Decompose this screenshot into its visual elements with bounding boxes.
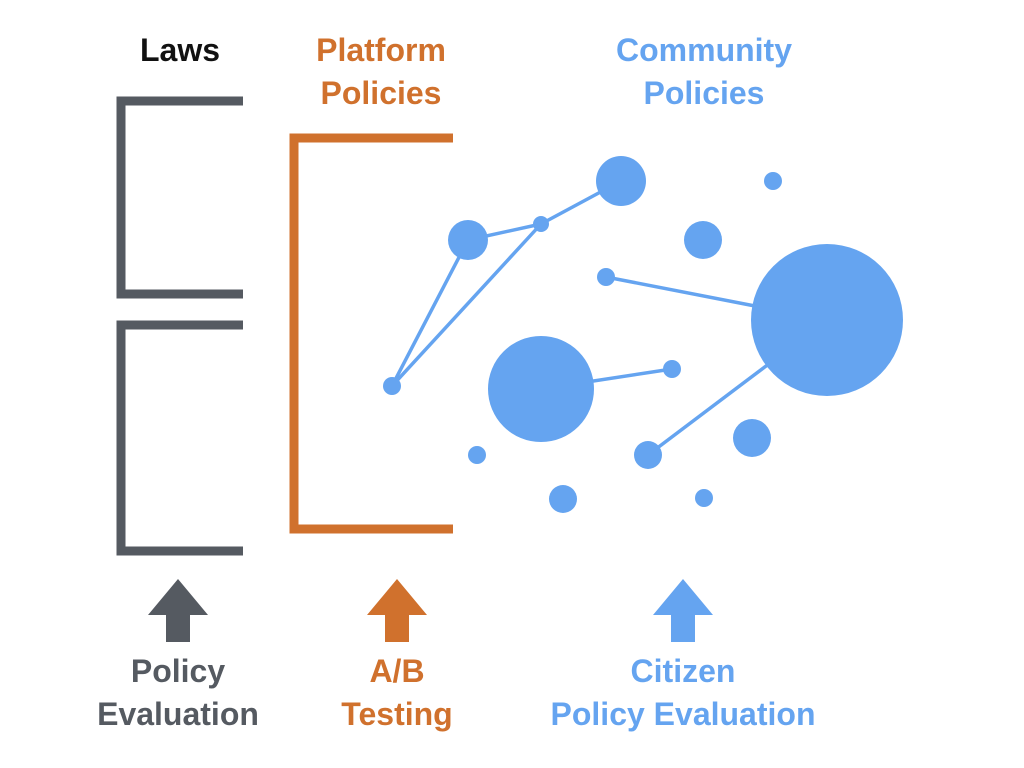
network-node xyxy=(383,377,401,395)
platform-up-arrow-icon xyxy=(367,579,427,642)
network-node xyxy=(596,156,646,206)
community-network xyxy=(383,156,903,513)
network-node xyxy=(533,216,549,232)
laws-bracket-upper xyxy=(116,96,243,299)
network-node xyxy=(448,220,488,260)
network-node xyxy=(695,489,713,507)
network-node xyxy=(488,336,594,442)
network-node xyxy=(663,360,681,378)
network-edge xyxy=(390,239,470,387)
network-edge xyxy=(390,222,543,388)
ab-testing-label: A/B Testing xyxy=(341,653,453,732)
policy-evaluation-label: Policy Evaluation xyxy=(97,653,259,732)
community-policies-header: Community Policies xyxy=(616,32,792,111)
laws-bracket-lower xyxy=(116,320,243,556)
network-node xyxy=(733,419,771,457)
network-node xyxy=(549,485,577,513)
network-node xyxy=(751,244,903,396)
laws-brackets xyxy=(116,96,243,556)
platform-bracket xyxy=(289,133,453,534)
laws-header: Laws xyxy=(139,32,221,68)
network-node xyxy=(634,441,662,469)
platform-policies-header: Platform Policies xyxy=(316,32,446,111)
laws-up-arrow-icon xyxy=(148,579,208,642)
citizen-policy-evaluation-label: Citizen Policy Evaluation xyxy=(550,653,816,732)
network-node xyxy=(684,221,722,259)
community-up-arrow-icon xyxy=(653,579,713,642)
network-node xyxy=(468,446,486,464)
network-node xyxy=(597,268,615,286)
network-node xyxy=(764,172,782,190)
